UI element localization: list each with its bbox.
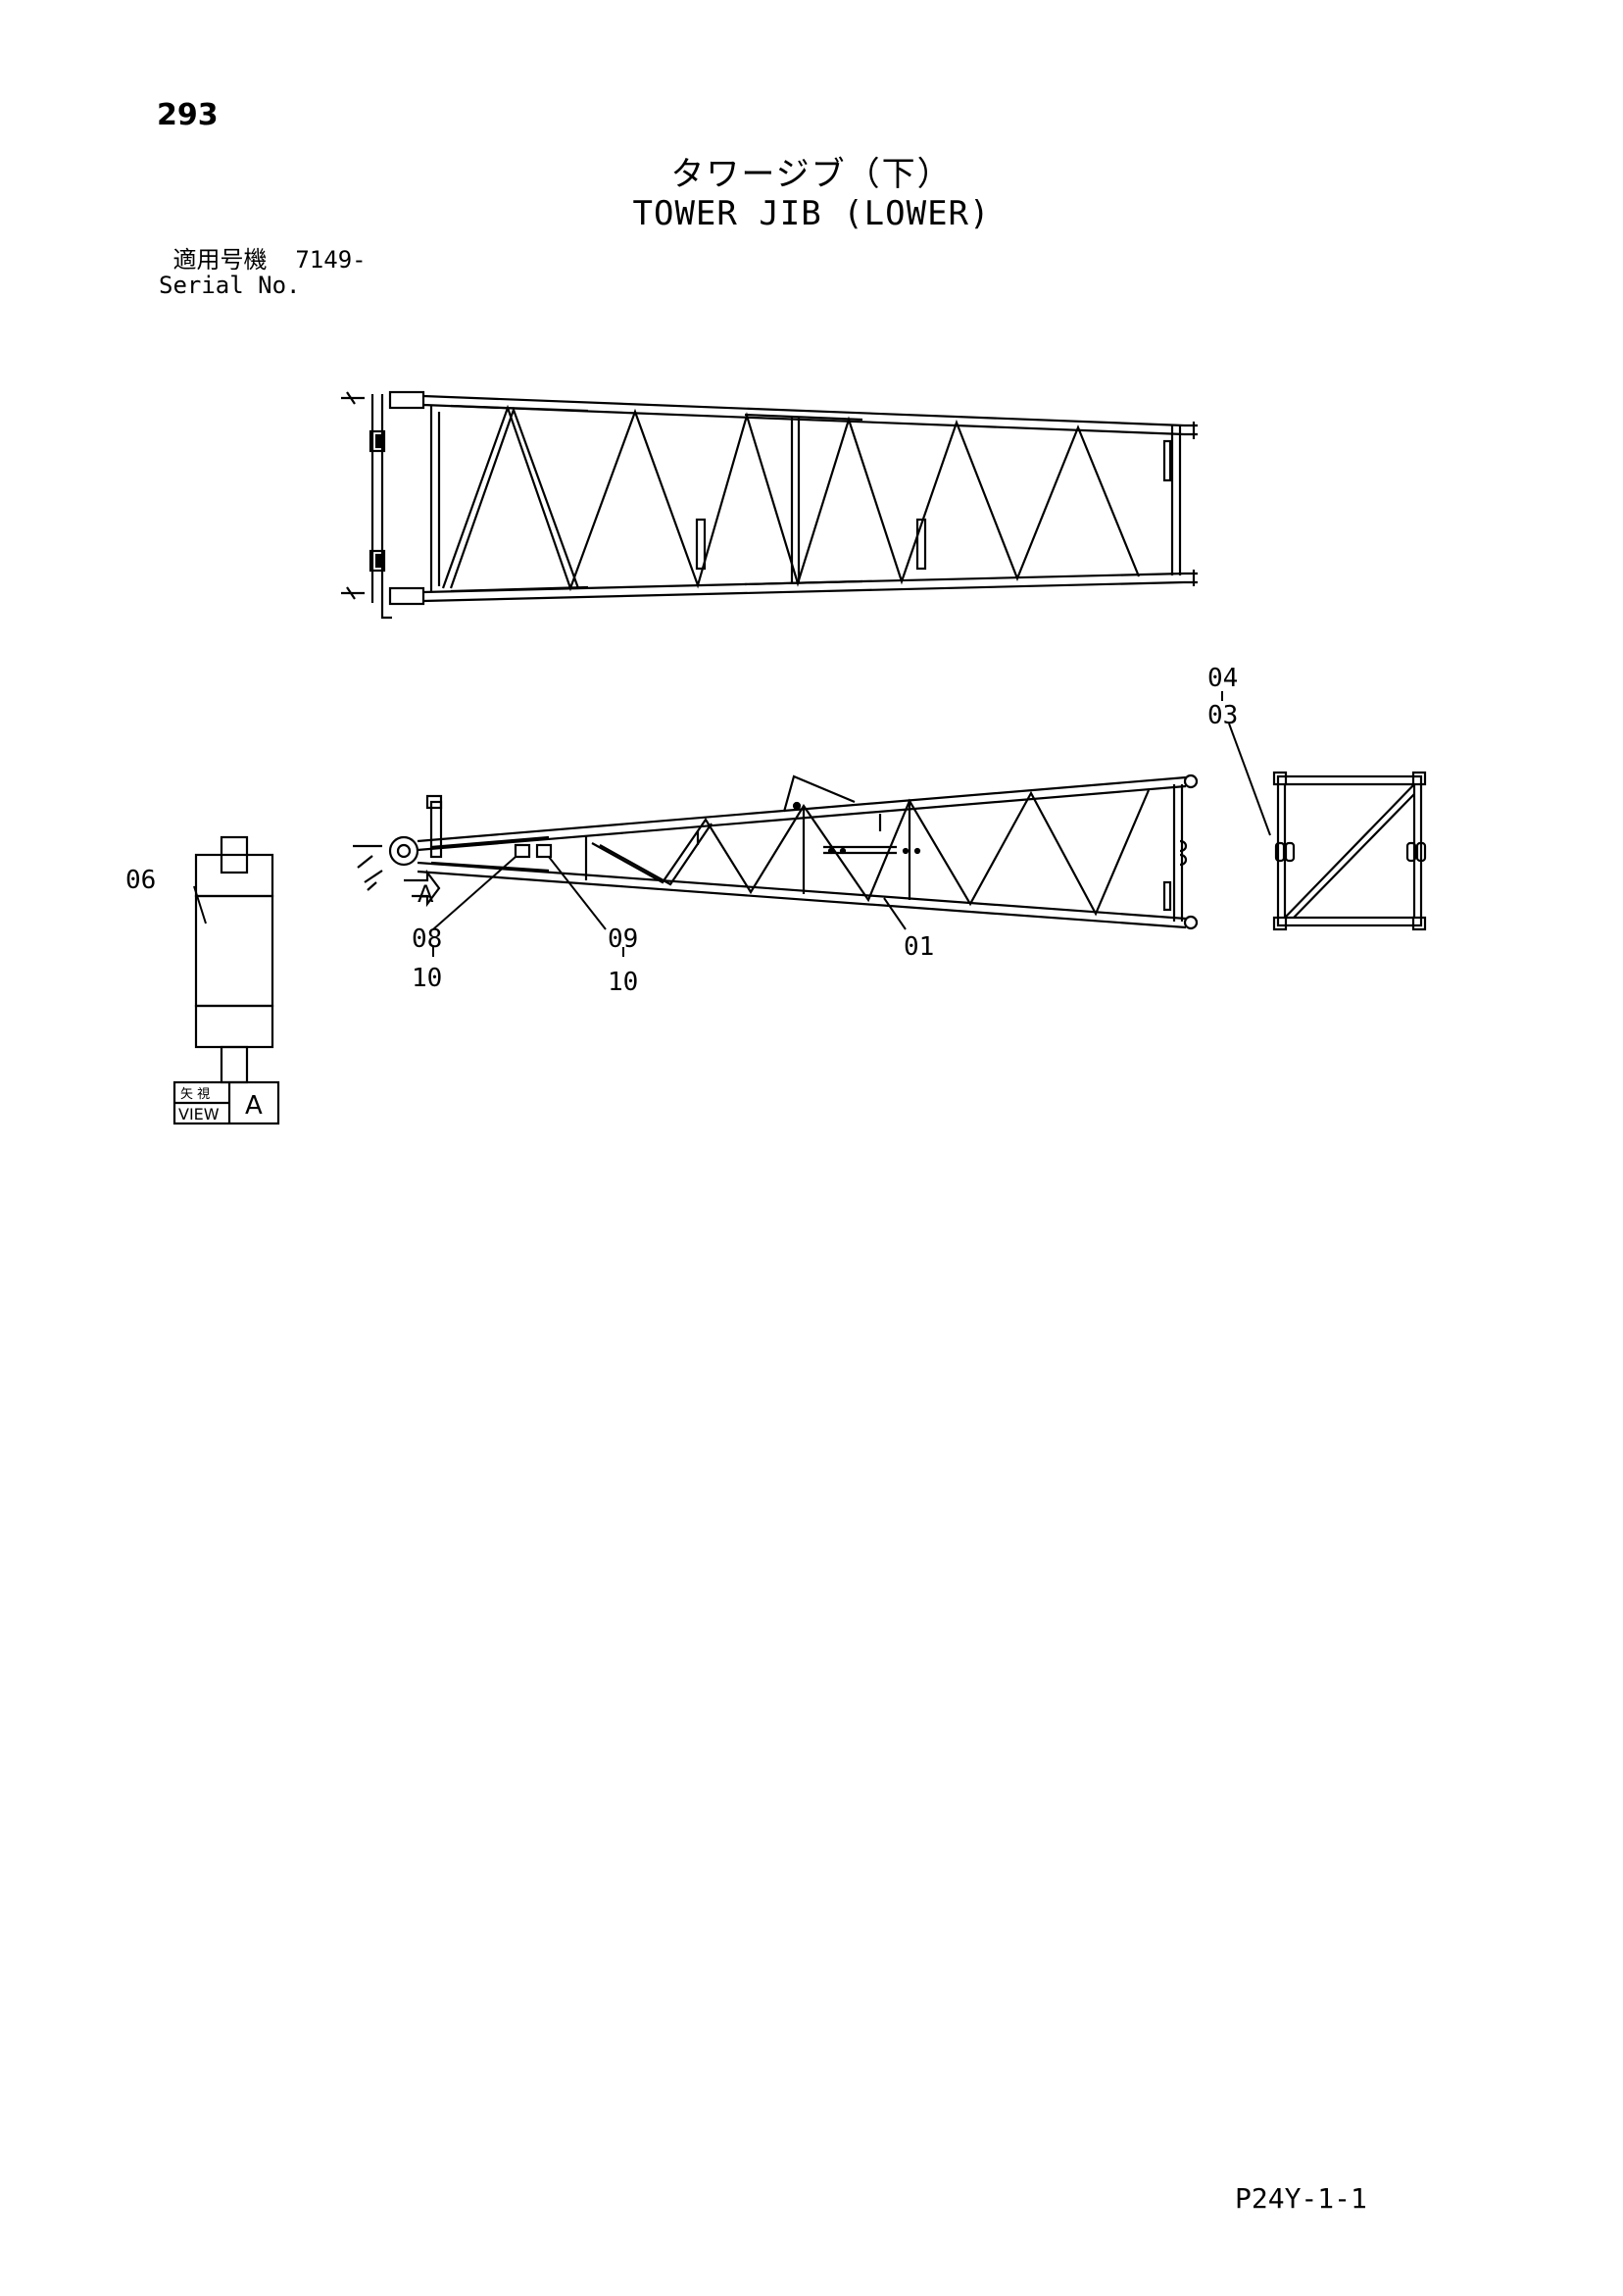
title-japanese: タワージブ（下） <box>670 155 953 194</box>
serial-block: 適用号機 7149- Serial No. <box>159 247 367 298</box>
end-view-jib <box>1272 771 1427 931</box>
callout-labels: 04 03 06 08 10 09 10 01 A 矢 視 VIEW A <box>125 664 1238 1123</box>
view-label-box <box>172 1080 280 1125</box>
callout-09: 09 <box>608 924 638 954</box>
view-label-en: VIEW <box>178 1105 220 1123</box>
view-a-detail <box>194 835 274 1084</box>
callout-10-right: 10 <box>608 968 638 997</box>
serial-label-en: Serial No. <box>159 272 301 299</box>
callout-08: 08 <box>412 924 442 954</box>
callout-10-left: 10 <box>412 964 442 993</box>
view-label-letter: A <box>245 1091 263 1121</box>
serial-value: 7149- <box>295 246 367 274</box>
side-view-jib <box>353 774 1199 930</box>
view-arrow-letter: A <box>418 880 434 908</box>
serial-row-jp: 適用号機 7149- <box>159 246 367 274</box>
callout-01: 01 <box>904 932 934 962</box>
title-english: TOWER JIB (LOWER) <box>632 194 991 233</box>
callout-04: 04 <box>1207 664 1238 693</box>
callout-03: 03 <box>1207 701 1238 730</box>
top-view-jib <box>341 390 1198 620</box>
footer-code: P24Y-1-1 <box>1235 2182 1367 2215</box>
view-label-jp: 矢 視 <box>180 1087 210 1102</box>
page-number: 293 <box>157 98 219 132</box>
leader-lines <box>193 691 1271 957</box>
callout-06: 06 <box>125 866 156 895</box>
serial-label-jp: 適用号機 <box>172 246 268 274</box>
